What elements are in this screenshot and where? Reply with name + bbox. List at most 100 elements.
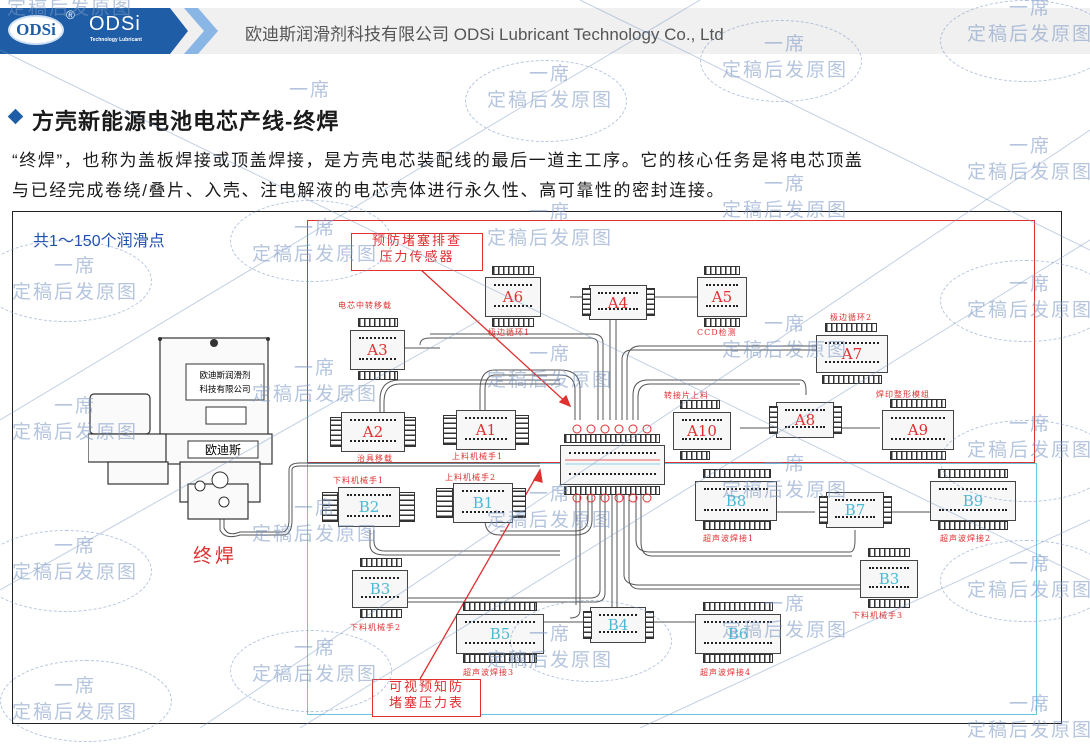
a9-outlets-bottom xyxy=(890,451,946,460)
b3-left-outlets-bottom xyxy=(360,609,402,618)
a9-outlets-top xyxy=(890,399,946,408)
odsi-logo-badge: ODSi xyxy=(8,15,64,45)
logo-brand-text: ODSi xyxy=(89,13,141,35)
b8-label: 超声波焊接1 xyxy=(703,534,755,543)
callout-sensor-line-1: 预防堵塞排查 xyxy=(371,234,462,249)
distributor-b5: B5 xyxy=(456,614,544,654)
pressure-sensor-callout: 预防堵塞排查 压力传感器 xyxy=(351,233,483,271)
b8-outlets-top xyxy=(703,469,771,478)
a6-outlets-top xyxy=(492,266,534,275)
b3-right-outlets-top xyxy=(868,548,910,557)
distributor-a8: A8 xyxy=(776,402,834,438)
manifold-pressure-indicators xyxy=(565,424,660,503)
b3-right-outlets-bottom xyxy=(868,599,910,608)
b2-outlets-left xyxy=(322,492,338,522)
distributor-a3: A3 xyxy=(350,330,405,370)
distributor-b1: B1 xyxy=(453,483,513,523)
b3-left-label: 下料机械手2 xyxy=(350,623,402,632)
a2-label: 治具移载 xyxy=(357,454,393,463)
a10-outlets-top xyxy=(680,400,720,409)
a8-outlets-left xyxy=(769,406,778,434)
callout-sensor-line-2: 压力传感器 xyxy=(379,250,455,265)
chevron-right-icon xyxy=(184,8,218,54)
company-title: 欧迪斯润滑剂科技有限公司 ODSi Lubricant Technology C… xyxy=(245,25,724,44)
distributor-a6: A6 xyxy=(485,277,541,317)
b9-label: 超声波焊接2 xyxy=(940,534,992,543)
a3-outlets-bottom xyxy=(358,371,398,380)
a5-label: CCD检测 xyxy=(697,328,737,337)
description-line-1: “终焊”，也称为盖板焊接或顶盖焊接，是方壳电芯装配线的最后一道主工序。它的核心任… xyxy=(12,151,864,170)
manifold-outlets-top xyxy=(564,434,660,443)
distributor-a2: A2 xyxy=(341,412,405,452)
description-line-2: 与已经完成卷绕/叠片、入壳、注电解液的电芯壳体进行永久性、高可靠性的密封连接。 xyxy=(12,181,726,200)
b2-label: 下料机械手1 xyxy=(333,476,385,485)
pump-nameplate: 欧迪斯 xyxy=(205,443,241,457)
central-manifold xyxy=(560,445,665,485)
distributor-b7: B7 xyxy=(826,492,884,528)
a1-outlets-left xyxy=(443,415,457,445)
logo-arrow-shape xyxy=(170,8,188,54)
distributor-a10: A10 xyxy=(673,412,731,450)
process-name-label: 终焊 xyxy=(193,546,238,567)
a6-label: 极边循环1 xyxy=(488,328,531,337)
a8-outlets-right xyxy=(833,406,842,434)
a2-outlets-left xyxy=(330,417,342,447)
distributor-a7: A7 xyxy=(816,335,888,373)
manifold-outlets-bottom xyxy=(564,486,660,495)
a10-outlets-bottom xyxy=(680,451,710,460)
b4-outlets-left xyxy=(583,611,592,639)
b7-outlets-left xyxy=(819,496,828,524)
distributor-a9: A9 xyxy=(882,410,954,450)
a3-outlets-top xyxy=(358,318,398,327)
b1-outlets-left xyxy=(436,488,453,518)
a7-outlets-bottom xyxy=(822,375,882,384)
zone-b-boundary xyxy=(307,463,1037,715)
a9-label: 焊印整形模组 xyxy=(876,390,930,399)
b6-label: 超声波焊接4 xyxy=(700,668,752,677)
b3-left-outlets-top xyxy=(360,558,402,567)
a7-label: 极边循环2 xyxy=(830,313,873,322)
distributor-b2: B2 xyxy=(338,487,400,527)
pump-panel-line-1: 欧迪斯润滑剂 xyxy=(199,370,250,381)
distributor-b3-left: B3 xyxy=(352,570,408,608)
b5-label: 超声波焊接3 xyxy=(463,668,515,677)
b4-outlets-right xyxy=(645,611,654,639)
distributor-a5: A5 xyxy=(697,277,747,317)
distributor-b9: B9 xyxy=(930,481,1016,521)
distributor-b8: B8 xyxy=(695,481,777,521)
registered-mark: ® xyxy=(66,8,75,22)
a4-outlets-right xyxy=(646,288,655,316)
section-title: 方壳新能源电池电芯产线-终焊 xyxy=(32,109,340,134)
total-lube-points-label: 共1～150个润滑点 xyxy=(33,233,165,250)
b2-outlets-right xyxy=(399,492,415,522)
a1-outlets-right xyxy=(515,415,529,445)
a5-outlets-bottom xyxy=(704,318,740,327)
b9-outlets-bottom xyxy=(938,521,1008,530)
b6-outlets-top xyxy=(703,602,773,611)
b5-outlets-top xyxy=(463,602,537,611)
a5-outlets-top xyxy=(704,266,740,275)
a2-outlets-right xyxy=(404,417,416,447)
b5-outlets-bottom xyxy=(463,654,537,663)
a7-outlets-top xyxy=(825,323,877,332)
b8-outlets-bottom xyxy=(703,521,771,530)
callout-gauge-line-2: 堵塞压力表 xyxy=(388,696,464,711)
lubrication-pump-drawing: 欧迪斯润滑剂 科技有限公司 欧迪斯 xyxy=(88,337,273,520)
b1-outlets-right xyxy=(512,488,526,518)
logo-tagline: Technology Lubricant xyxy=(90,37,142,43)
callout-gauge-line-1: 可视预知防 xyxy=(388,680,464,695)
a6-outlets-bottom xyxy=(492,318,534,327)
a10-label: 转接片上料 xyxy=(664,391,709,400)
b7-outlets-right xyxy=(883,496,892,524)
b3-right-label: 下料机械手3 xyxy=(852,611,904,620)
a3-label: 电芯中转移载 xyxy=(338,301,392,310)
distributor-a1: A1 xyxy=(456,410,516,450)
pump-panel-line-2: 科技有限公司 xyxy=(199,384,250,395)
a1-label: 上料机械手1 xyxy=(452,452,504,461)
distributor-a4: A4 xyxy=(589,285,647,320)
pressure-gauge-callout: 可视预知防 堵塞压力表 xyxy=(372,679,481,717)
b6-outlets-bottom xyxy=(703,654,773,663)
distributor-b6: B6 xyxy=(695,614,781,654)
b1-label: 上料机械手2 xyxy=(445,473,497,482)
a4-outlets-left xyxy=(582,288,591,316)
